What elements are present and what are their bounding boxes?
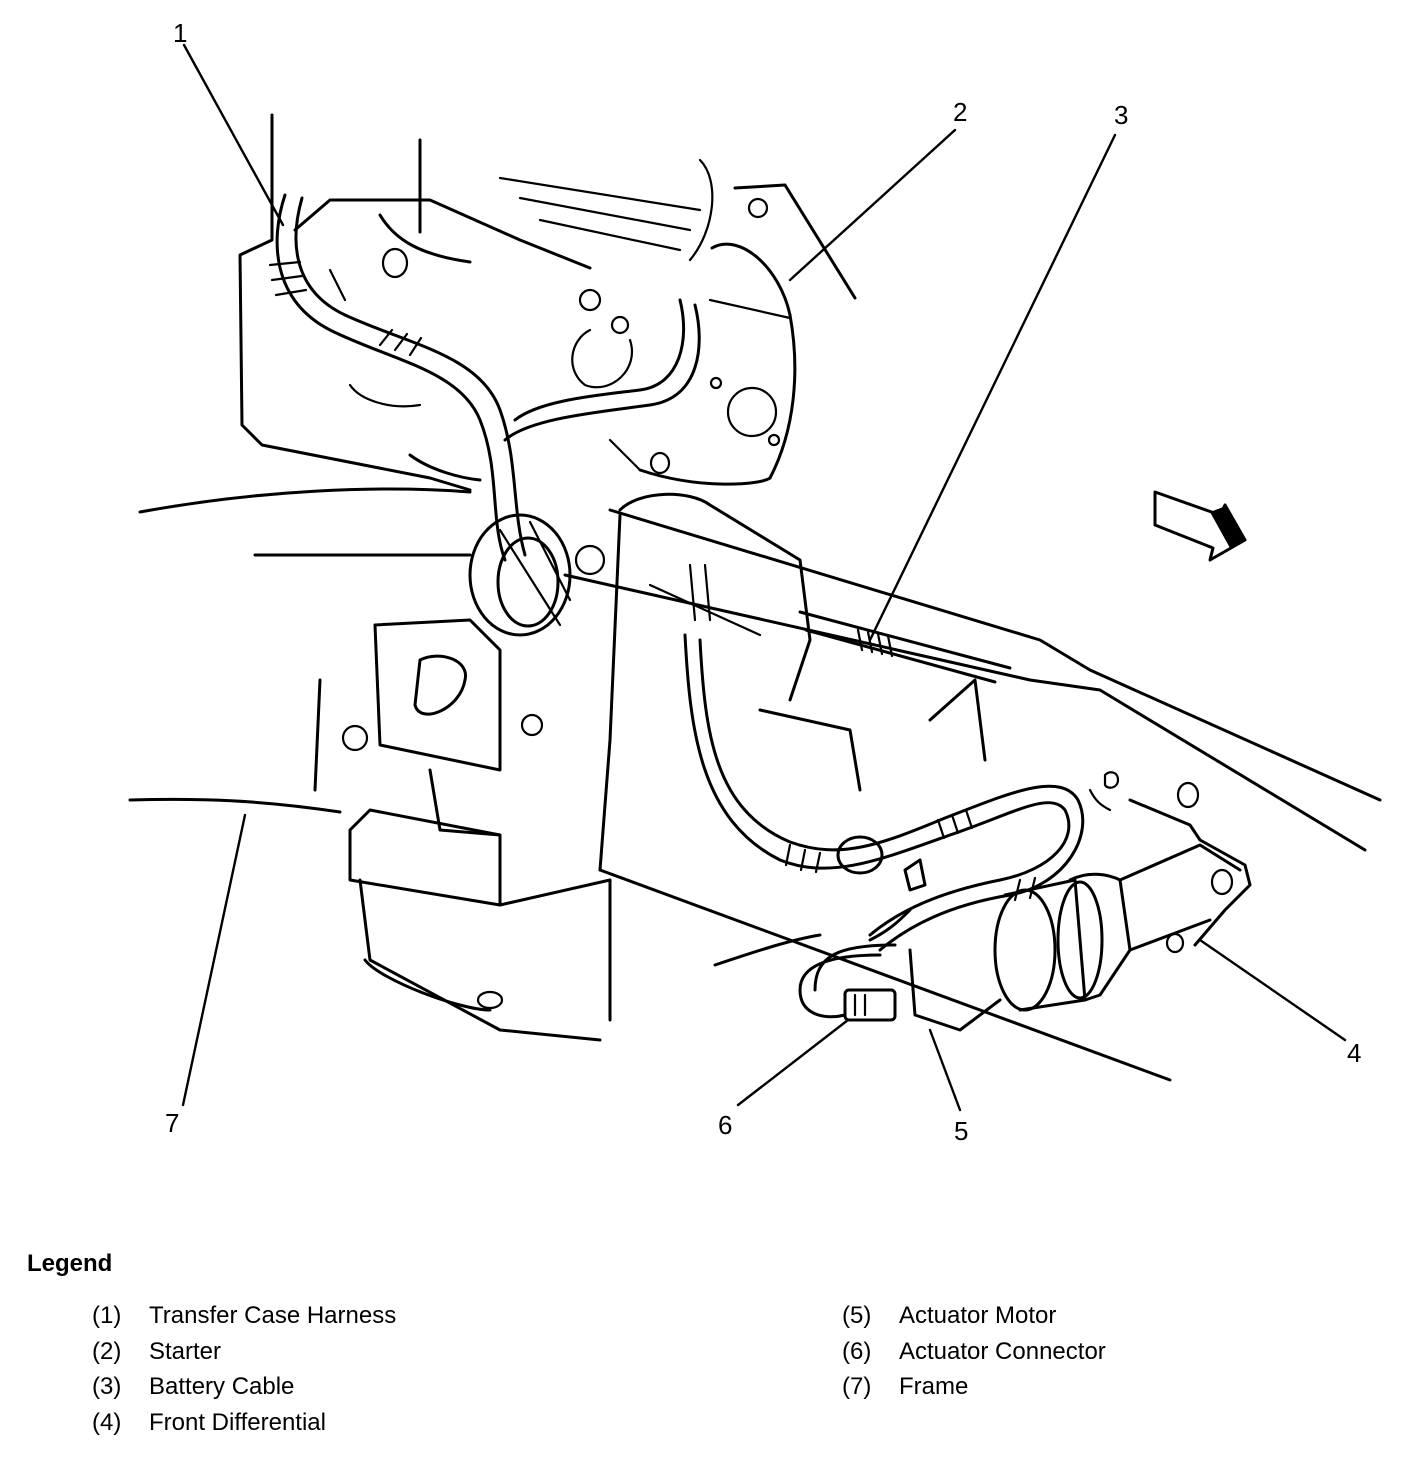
- legend-title: Legend: [27, 1250, 113, 1277]
- frame-rail: [128, 487, 1382, 1082]
- battery-cable: [856, 628, 894, 658]
- legend-column-right: (5)Actuator Motor (6)Actuator Connector …: [842, 1302, 1106, 1409]
- legend-item-number: (6): [842, 1337, 872, 1365]
- legend-item-number: (5): [842, 1302, 872, 1329]
- legend-item-number: (2): [92, 1337, 122, 1365]
- callout-6: 6: [718, 1110, 732, 1140]
- leader-line-5: [928, 1028, 962, 1112]
- legend-item-number: (1): [92, 1302, 122, 1329]
- legend-item: (3) Battery Cable: [92, 1373, 396, 1409]
- legend-item-label: Battery Cable: [149, 1373, 295, 1400]
- callout-5: 5: [954, 1116, 968, 1146]
- legend-item-number: (4): [92, 1408, 122, 1436]
- frame-bracket: [313, 618, 612, 1042]
- crossmember: [598, 492, 987, 872]
- legend-item: (2) Starter: [92, 1338, 396, 1374]
- harness-grommet: [468, 513, 606, 637]
- engine-block: [238, 113, 714, 492]
- legend-item-label: Actuator Connector: [899, 1337, 1106, 1365]
- leader-line-4: [1198, 938, 1347, 1042]
- legend-item: (4) Front Differential: [92, 1409, 396, 1445]
- leader-line-1: [182, 43, 285, 227]
- callout-1: 1: [173, 18, 187, 48]
- legend-item-number: (3): [92, 1373, 122, 1400]
- wiring-diagram: 1 2 3 4 5 6 7: [128, 18, 1382, 1146]
- legend-item-label: Actuator Motor: [899, 1302, 1057, 1329]
- legend-item: (1) Transfer Case Harness: [92, 1302, 396, 1338]
- leader-lines: [181, 43, 1347, 1112]
- legend-column-left: (1) Transfer Case Harness (2) Starter (3) B…: [92, 1302, 396, 1444]
- callout-numbers: 1 2 3 4 5 6 7: [165, 18, 1361, 1146]
- front-direction-arrow-icon: [1153, 490, 1247, 562]
- transfer-case-harness: [268, 193, 701, 562]
- legend-item: (7) Frame: [842, 1373, 1106, 1409]
- callout-4: 4: [1347, 1038, 1361, 1068]
- actuator-connector: [843, 988, 897, 1022]
- legend-item: (5) Actuator Motor: [842, 1302, 1106, 1338]
- starter: [608, 183, 857, 486]
- callout-3: 3: [1114, 100, 1128, 130]
- leader-line-6: [736, 1018, 850, 1107]
- legend-item-label: Front Differential: [149, 1408, 326, 1436]
- callout-7: 7: [165, 1108, 179, 1138]
- leader-line-3: [868, 133, 1117, 642]
- legend-item-label: Frame: [899, 1373, 969, 1400]
- leader-line-2: [788, 128, 957, 282]
- legend-item: (6) Actuator Connector: [842, 1338, 1106, 1374]
- leader-line-7: [181, 813, 247, 1107]
- legend-item-number: (7): [842, 1373, 872, 1400]
- legend-item-label: Transfer Case Harness: [149, 1302, 397, 1329]
- actuator-harness: [683, 633, 1085, 1019]
- front-differential: [1088, 771, 1252, 954]
- callout-2: 2: [953, 97, 967, 127]
- legend-item-label: Starter: [149, 1337, 222, 1365]
